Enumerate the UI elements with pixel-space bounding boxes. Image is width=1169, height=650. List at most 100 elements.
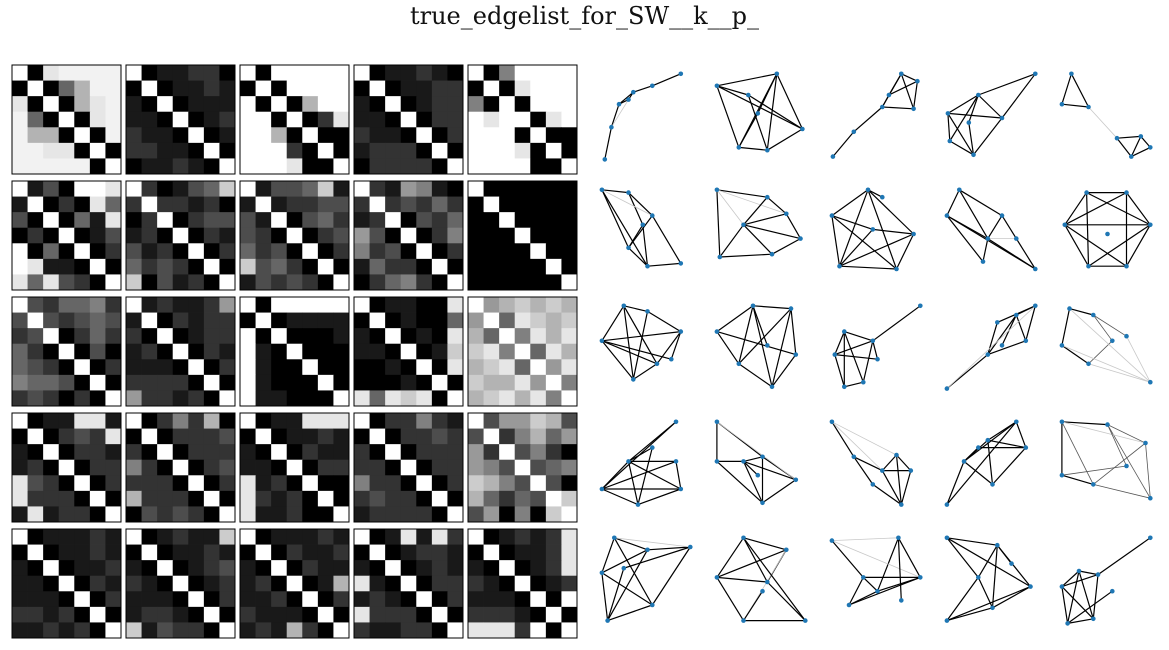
matrix-cell <box>333 227 350 244</box>
matrix-cell <box>255 127 272 144</box>
matrix-cell <box>240 359 256 376</box>
matrix-cell <box>286 459 303 476</box>
matrix-cell <box>302 475 319 492</box>
matrix-cell <box>43 490 60 507</box>
graph-node <box>736 361 742 367</box>
matrix-cell <box>43 312 60 329</box>
matrix-cell <box>483 606 500 623</box>
matrix-cell <box>12 297 28 313</box>
matrix-cell <box>317 243 334 260</box>
matrix-cell <box>240 506 256 523</box>
graph-node <box>894 266 899 272</box>
graph-edge <box>670 331 682 360</box>
graph-edge <box>628 215 653 249</box>
matrix-cell <box>286 111 303 128</box>
matrix-cell <box>514 529 531 545</box>
graph-edge <box>1093 442 1146 485</box>
matrix-cell <box>172 560 189 577</box>
matrix-cell <box>286 359 303 376</box>
graph-edge <box>716 331 796 356</box>
matrix-cell <box>286 328 303 345</box>
matrix-cell <box>188 142 205 159</box>
graph-edge <box>947 94 979 114</box>
matrix-cell <box>74 196 91 213</box>
matrix-cell <box>514 258 531 275</box>
graph-node <box>760 588 765 594</box>
matrix-cell <box>468 575 484 592</box>
matrix-cell <box>431 96 448 113</box>
matrix-cell <box>188 444 205 461</box>
matrix-cell <box>43 65 60 81</box>
matrix-cell <box>514 606 531 623</box>
graph-node <box>944 213 950 218</box>
matrix-cell <box>499 413 516 429</box>
graph-node <box>865 187 871 193</box>
matrix-cell <box>333 591 350 608</box>
matrix-cell <box>431 591 448 608</box>
graph-edge <box>1061 421 1094 485</box>
matrix-cell <box>141 475 158 492</box>
matrix-cell <box>447 575 464 592</box>
matrix-cell <box>141 312 158 329</box>
matrix-cell <box>416 622 433 639</box>
matrix-cell <box>43 196 60 213</box>
graph-edge <box>601 189 653 216</box>
matrix-cell <box>58 622 75 639</box>
matrix-cell <box>333 243 350 260</box>
graph-edge <box>647 546 691 551</box>
matrix-cell <box>74 297 91 313</box>
graph-edge <box>716 460 763 504</box>
matrix-cell <box>271 343 288 360</box>
graph-edge <box>747 94 768 151</box>
matrix-frame <box>353 528 464 639</box>
graph-edge <box>843 331 864 383</box>
graph-edge <box>946 189 960 216</box>
matrix-cell <box>126 80 142 97</box>
matrix-cell <box>27 428 44 445</box>
graph-edge <box>946 215 989 240</box>
matrix-cell <box>240 196 256 213</box>
matrix-cell <box>468 127 484 144</box>
matrix-cell <box>431 181 448 197</box>
matrix-cell <box>369 142 386 159</box>
matrix-cell <box>468 328 484 345</box>
matrix-cell <box>255 258 272 275</box>
graph-edge <box>992 586 1031 609</box>
matrix-cell <box>561 181 578 197</box>
matrix-cell <box>255 111 272 128</box>
matrix-cell <box>561 158 578 175</box>
graph-node <box>1124 263 1129 269</box>
matrix-cell <box>514 312 531 329</box>
matrix-cell <box>105 328 122 345</box>
matrix-cell <box>105 227 122 244</box>
matrix-cell <box>499 374 516 391</box>
graph-node <box>1143 440 1148 446</box>
matrix-cell <box>385 459 402 476</box>
graph-node <box>688 544 693 550</box>
matrix-cell <box>157 227 174 244</box>
matrix-cell <box>385 591 402 608</box>
matrix-cell <box>141 459 158 476</box>
matrix-cell <box>105 529 122 545</box>
matrix-cell <box>400 428 417 445</box>
matrix-cell <box>302 343 319 360</box>
graph-node <box>846 602 852 608</box>
matrix-frame <box>353 180 464 291</box>
matrix-cell <box>188 374 205 391</box>
matrix-cell <box>369 490 386 507</box>
matrix-cell <box>126 212 142 229</box>
matrix-cell <box>447 343 464 360</box>
graph-edge <box>987 215 1003 239</box>
matrix-cell <box>271 258 288 275</box>
graph-edge <box>881 470 902 505</box>
matrix-cell <box>561 390 578 407</box>
matrix-cell <box>369 312 386 329</box>
matrix-cell <box>416 158 433 175</box>
matrix-cell <box>240 413 256 429</box>
matrix-cell <box>317 374 334 391</box>
matrix-cell <box>105 96 122 113</box>
matrix-cell <box>468 96 484 113</box>
graph-edge <box>1001 73 1036 119</box>
graph-node <box>995 542 1000 548</box>
graph-edge <box>716 189 787 215</box>
